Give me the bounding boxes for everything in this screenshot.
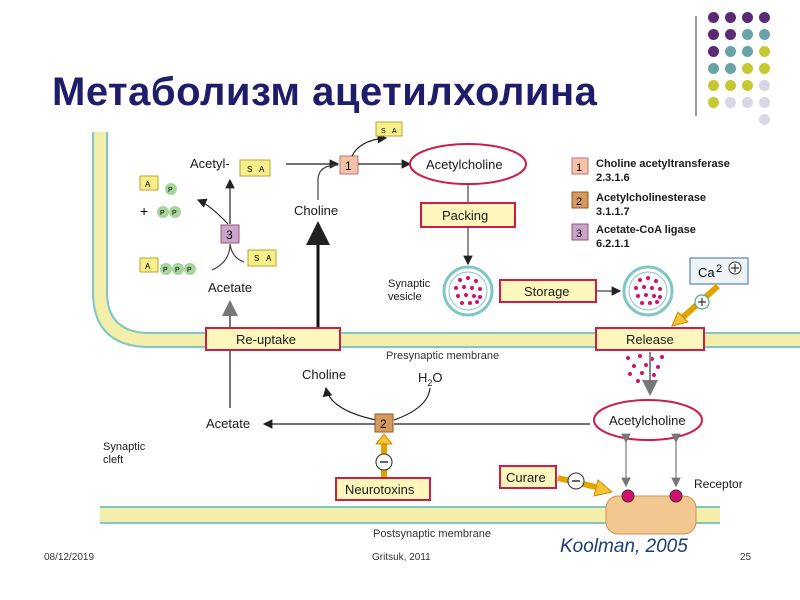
svg-text:1: 1 — [576, 162, 582, 174]
synaptic-vesicle-label-2: vesicle — [388, 291, 422, 303]
acetylcholine-cleft-ellipse — [593, 399, 703, 441]
svg-text:+: + — [140, 203, 148, 219]
footer-author: Gritsuk, 2011 — [372, 552, 431, 563]
reuptake-box — [205, 327, 341, 351]
synaptic-vesicle-label-1: Synaptic — [388, 278, 431, 290]
svg-text:2: 2 — [576, 196, 582, 208]
enzyme-2-number: 2 — [380, 417, 387, 431]
synaptic-cleft-label-2: cleft — [103, 454, 123, 466]
enzyme-legend: 1 Choline acetyltransferase 2.3.1.6 2 Ac… — [571, 157, 730, 250]
release-box — [595, 327, 705, 351]
enzyme-3-number: 3 — [226, 228, 233, 242]
amp-plus-pp-icon: A P + P P — [139, 175, 181, 219]
water-label: H2O — [418, 370, 443, 388]
legend-enzyme-2-ec: 3.1.1.7 — [596, 206, 630, 218]
slide-title: Метаболизм ацетилхолина — [52, 70, 598, 114]
released-acetylcholine-dots — [626, 354, 664, 384]
synaptic-vesicle-1 — [442, 265, 494, 317]
page-number: 25 — [740, 552, 752, 563]
calcium-box — [689, 257, 749, 285]
svg-text:A: A — [145, 180, 151, 189]
enzyme-3-badge — [220, 224, 240, 244]
coa-input-icon: S A — [247, 249, 277, 267]
enzyme-1-number: 1 — [345, 159, 352, 173]
svg-text:A: A — [392, 128, 397, 135]
curare-box — [499, 465, 557, 489]
svg-text:S: S — [254, 254, 259, 263]
legend-enzyme-1-ec: 2.3.1.6 — [596, 172, 630, 184]
choline-cleft-label: Choline — [302, 367, 346, 382]
svg-text:S: S — [247, 165, 252, 174]
acetyl-coa-icon: S A — [239, 159, 271, 177]
presynaptic-membrane — [92, 132, 800, 348]
svg-text:A: A — [259, 165, 265, 174]
title-divider — [695, 16, 697, 116]
presynaptic-membrane-label: Presynaptic membrane — [386, 350, 499, 362]
svg-text:A: A — [145, 262, 151, 271]
reuptake-label: Re-uptake — [236, 332, 296, 347]
acetate-cleft-label: Acetate — [206, 416, 250, 431]
source-credit: Koolman, 2005 — [560, 536, 688, 557]
atp-icon: A P P P — [139, 257, 196, 275]
legend-enzyme-2-name: Acetylcholinesterase — [596, 192, 706, 204]
svg-text:P: P — [172, 210, 177, 217]
packing-label: Packing — [442, 208, 488, 223]
packing-box — [420, 202, 516, 228]
release-label: Release — [626, 332, 674, 347]
acetate-top-label: Acetate — [208, 280, 252, 295]
receptor-label: Receptor — [694, 477, 743, 491]
legend-enzyme-1-name: Choline acetyltransferase — [596, 158, 730, 170]
coa-released-icon: S A — [375, 121, 403, 137]
legend-enzyme-3-name: Acetate-CoA ligase — [596, 224, 696, 236]
svg-text:3: 3 — [576, 228, 582, 240]
storage-label: Storage — [524, 284, 570, 299]
enzyme-2-badge — [374, 413, 394, 433]
calcium-label: Ca — [698, 265, 715, 280]
svg-text:P: P — [187, 267, 192, 274]
acetylcholine-top-label: Acetylcholine — [426, 157, 503, 172]
synaptic-vesicle-2 — [622, 265, 674, 317]
svg-text:A: A — [266, 254, 272, 263]
svg-text:P: P — [163, 267, 168, 274]
curare-label: Curare — [506, 470, 546, 485]
enzyme-1-badge — [339, 155, 359, 175]
svg-text:P: P — [168, 187, 173, 194]
neurotoxins-box — [335, 477, 431, 501]
choline-top-label: Choline — [294, 203, 338, 218]
neurotoxins-label: Neurotoxins — [345, 482, 415, 497]
postsynaptic-membrane-label: Postsynaptic membrane — [373, 528, 491, 540]
calcium-charge: 2 — [716, 263, 722, 275]
acetylcholine-cleft-label: Acetylcholine — [609, 413, 686, 428]
svg-text:P: P — [175, 267, 180, 274]
footer-date: 08/12/2019 — [44, 552, 95, 563]
acetyl-label: Acetyl- — [190, 156, 230, 171]
legend-enzyme-3-ec: 6.2.1.1 — [596, 238, 630, 250]
svg-text:S: S — [381, 128, 386, 135]
receptor-shape — [605, 495, 697, 535]
synaptic-cleft-label-1: Synaptic — [103, 441, 146, 453]
svg-text:P: P — [160, 210, 165, 217]
